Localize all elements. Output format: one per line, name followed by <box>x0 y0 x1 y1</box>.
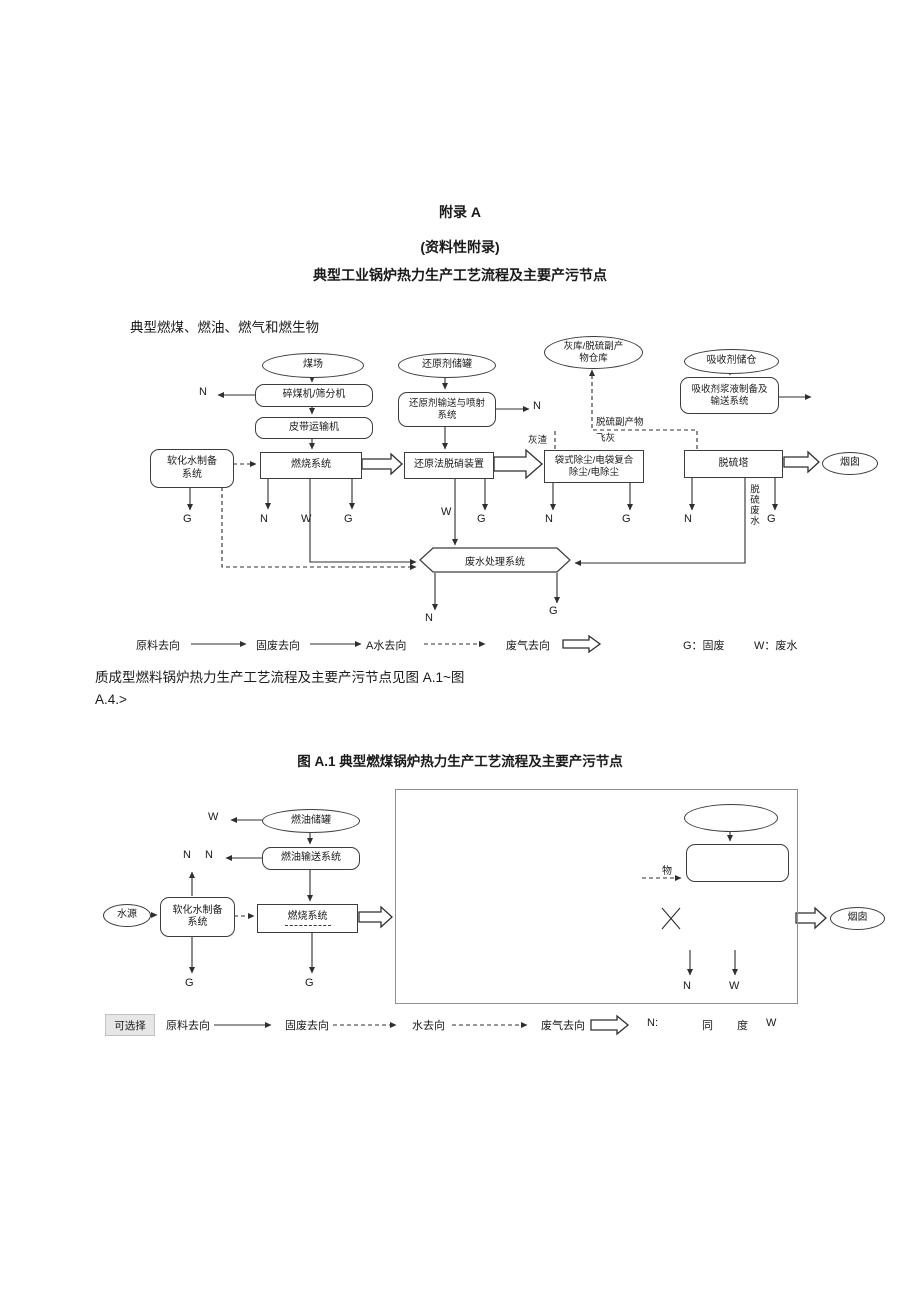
combustion-node: 燃烧系统 <box>260 452 362 479</box>
combustion-node-2: 燃烧系统 <box>257 904 358 933</box>
crusher-node: 碎煤机/筛分机 <box>255 384 373 407</box>
figure-caption: 图 A.1 典型燃煤锅炉热力生产工艺流程及主要产污节点 <box>297 754 623 769</box>
marker-w: W <box>441 506 452 518</box>
desulf-tower-node: 脱硫塔 <box>684 450 783 478</box>
desulf-byproduct-label: 脱硫副产物 <box>596 417 644 428</box>
d2-connectors <box>147 816 739 1029</box>
absorbent-system-node: 吸收剂浆液制备及 输送系统 <box>680 377 779 414</box>
legend-solid-waste-2: 固废去向 <box>285 1020 329 1032</box>
ash-store-label-2: 物仓库 <box>579 352 608 364</box>
block-arrow-icon <box>795 906 827 930</box>
marker-w: W <box>729 980 740 992</box>
empty-rounded-node <box>686 844 789 882</box>
marker-n: N <box>183 849 191 861</box>
reductant-system-node: 还原剂输送与喷射 系统 <box>398 392 496 427</box>
dedust-label-1: 袋式除尘/电袋复合 <box>554 454 634 466</box>
marker-w: W <box>208 811 219 823</box>
soft-water-node-2: 软化水制备 系统 <box>160 897 235 937</box>
chimney-node-2: 烟囱 <box>830 907 885 930</box>
marker-g: G <box>622 513 631 525</box>
appendix-note: (资料性附录) <box>420 239 500 255</box>
wastewater-system-label: 废水处理系统 <box>465 557 525 568</box>
marker-w: W <box>301 513 312 525</box>
wastewater-system-shape <box>419 547 571 573</box>
marker-n: N <box>545 513 553 525</box>
marker-g: G <box>344 513 353 525</box>
legend-gas: 废气去向 <box>506 640 550 652</box>
legend-g-key: G：固废 <box>683 640 725 652</box>
marker-n: N <box>205 849 213 861</box>
reductant-system-label-2: 系统 <box>437 409 457 421</box>
legend-water-2: 水去向 <box>412 1020 445 1032</box>
absorbent-system-label-1: 吸收剂浆液制备及 <box>691 383 768 395</box>
oil-transport-node: 燃油输送系统 <box>262 847 360 870</box>
marker-n: N <box>260 513 268 525</box>
appendix-heading: 附录 A <box>439 204 481 220</box>
marker-g: G <box>183 513 192 525</box>
legend-solid-waste: 固废去向 <box>256 640 300 652</box>
legend-raw-material-2: 原料去向 <box>166 1020 210 1032</box>
legend-raw-material: 原料去向 <box>136 640 180 652</box>
marker-g: G <box>767 513 776 525</box>
empty-diagram-frame <box>395 789 798 1004</box>
marker-n: N <box>533 400 541 412</box>
paragraph-line-2: A.4.> <box>95 692 127 707</box>
partial-char-label: 物 <box>662 866 672 877</box>
marker-n: N <box>684 513 692 525</box>
legend-water: A水去向 <box>366 640 407 652</box>
legend-extra-2: 度 <box>737 1020 748 1032</box>
block-arrow-icon <box>590 1014 630 1036</box>
ash-store-node: 灰库/脱硫副产 物仓库 <box>544 336 643 369</box>
legend-extra-3: W <box>766 1017 777 1029</box>
marker-g: G <box>549 605 558 617</box>
reductant-system-label-1: 还原剂输送与喷射 <box>408 397 485 409</box>
dedust-node: 袋式除尘/电袋复合 除尘/电除尘 <box>544 450 644 483</box>
marker-g: G <box>185 977 194 989</box>
marker-g: G <box>305 977 314 989</box>
dedust-label-2: 除尘/电除尘 <box>568 466 620 478</box>
marker-n: N <box>425 612 433 624</box>
denitration-node: 还原法脱硝装置 <box>404 452 494 479</box>
soft-water-node: 软化水制备 系统 <box>150 449 234 488</box>
marker-g: G <box>477 513 486 525</box>
legend-w-key: W：废水 <box>754 640 798 652</box>
reductant-tank-node: 还原剂储罐 <box>398 353 496 378</box>
absorbent-silo-node: 吸收剂储仓 <box>684 349 779 374</box>
empty-ellipse-node <box>684 804 778 832</box>
absorbent-system-label-2: 输送系统 <box>710 395 749 407</box>
marker-n: N <box>683 980 691 992</box>
oil-tank-node: 燃油储罐 <box>262 809 360 833</box>
water-source-node: 水源 <box>103 904 151 927</box>
d1-connectors <box>186 368 812 648</box>
marker-n: N <box>199 386 207 398</box>
intro-text: 典型燃煤、燃油、燃气和燃生物 <box>130 320 319 335</box>
coal-yard-node: 煤场 <box>262 353 364 378</box>
block-arrow-icon <box>361 452 403 476</box>
soft-water-2-label-1: 软化水制备 <box>172 904 223 916</box>
soft-water-2-label-2: 系统 <box>187 917 208 928</box>
block-arrow-icon <box>783 450 820 474</box>
legend-optional-badge: 可选择 <box>105 1014 155 1036</box>
block-arrow-icon <box>562 634 602 654</box>
block-arrow-icon <box>358 905 393 929</box>
block-arrow-icon <box>493 448 543 480</box>
belt-conveyor-node: 皮带运输机 <box>255 417 373 439</box>
soft-water-label-1: 软化水制备 <box>167 456 217 467</box>
combustion-2-label: 燃烧系统 <box>284 911 331 926</box>
ash-store-label-1: 灰库/脱硫副产 <box>563 340 624 352</box>
ash-slag-label: 灰渣 <box>528 435 548 446</box>
legend-extra-1: 同 <box>702 1020 713 1032</box>
soft-water-label-2: 系统 <box>182 468 202 480</box>
legend-gas-2: 废气去向 <box>541 1020 585 1032</box>
desulf-wastewater-label: 脱硫废水 <box>748 484 759 526</box>
page-title: 典型工业锅炉热力生产工艺流程及主要产污节点 <box>313 267 607 283</box>
paragraph-line-1: 质成型燃料锅炉热力生产工艺流程及主要产污节点见图 A.1~图 <box>95 670 465 685</box>
chimney-node: 烟囱 <box>822 452 878 475</box>
fly-ash-label: 飞灰 <box>596 433 616 444</box>
legend-n-key: N: <box>647 1017 658 1029</box>
